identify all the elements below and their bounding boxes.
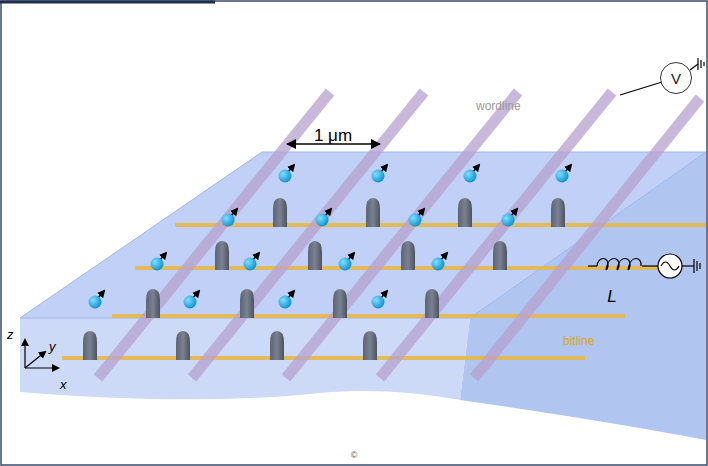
electron-spin [409,214,422,227]
electron-spin [151,258,164,271]
axis-label: z [7,328,14,341]
electron-spin [372,170,385,183]
electron-spin [502,214,515,227]
electron-spin [372,296,385,309]
gate-pillar [83,331,97,360]
inductor-coil [597,259,641,270]
gate-pillar [273,198,287,227]
electron-spin [464,170,477,183]
electron-spin [279,296,292,309]
gate-pillar [363,331,377,360]
electron-spin [222,214,235,227]
electron-spin [279,170,292,183]
scale-label: 1 μm [314,127,352,144]
gate-pillar [493,241,507,270]
copyright-mark: © [351,451,358,460]
gate-pillar [551,198,565,227]
gate-pillar [146,289,160,318]
electron-spin [184,296,197,309]
electron-spin [556,170,569,183]
gate-pillar [215,241,229,270]
electron-spin [339,258,352,271]
gate-pillar [240,289,254,318]
gate-pillar [366,198,380,227]
gate-pillar [308,241,322,270]
bitline-label: bitline [563,335,594,347]
gate-pillar [425,289,439,318]
electron-spin [432,258,445,271]
gate-pillar [333,289,347,318]
meter-label: V [671,70,681,87]
gate-pillar [458,198,472,227]
axis-label: y [49,340,56,353]
electron-spin [89,296,102,309]
wordline-label: wordline [476,100,521,112]
voltmeter-symbol: V [660,62,692,94]
electron-spin [316,214,329,227]
gate-pillar [401,241,415,270]
axis-label: x [60,378,67,391]
gate-pillar [270,331,284,360]
gate-pillar [176,331,190,360]
electron-spin [244,258,257,271]
inductor-label: L [607,288,616,305]
